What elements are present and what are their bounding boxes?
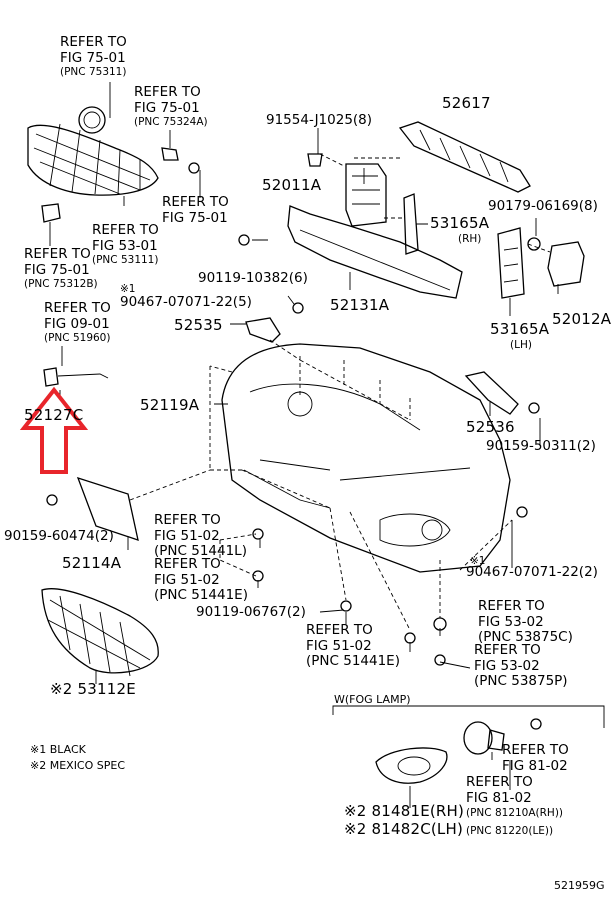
label-refer-fig53[interactable]: REFER TO FIG 53-01 (PNC 53111) — [92, 222, 159, 266]
part-53112E[interactable]: ※2 53112E — [50, 680, 136, 698]
note-mark-1b: ※1 — [470, 555, 486, 567]
label-rh: (RH) — [458, 233, 482, 245]
label-refer-fig09[interactable]: REFER TO FIG 09-01 (PNC 51960) — [44, 300, 111, 344]
label-refer-clip[interactable]: REFER TO FIG 75-01 — [162, 194, 229, 226]
note-mexico: ※2 MEXICO SPEC — [30, 759, 126, 772]
label-refer-fig81-a[interactable]: REFER TO FIG 81-02 — [502, 742, 569, 774]
part-90159-50311[interactable]: 90159-50311(2) — [486, 438, 596, 454]
clip-parts — [161, 147, 541, 251]
label-refer-fig53-p[interactable]: REFER TO FIG 53-02 (PNC 53875P) — [474, 642, 568, 689]
label-refer-fig51-c[interactable]: REFER TO FIG 51-02 (PNC 51441E) — [306, 622, 400, 669]
bracket-52535 — [245, 302, 304, 343]
part-90467-top[interactable]: 90467-07071-22(5) — [120, 294, 252, 310]
part-52536[interactable]: 52536 — [466, 418, 515, 436]
lower-grille-53112E — [41, 588, 159, 677]
part-52131A[interactable]: 52131A — [330, 296, 390, 314]
part-53165A-lh[interactable]: 53165A — [490, 320, 550, 338]
label-lh: (LH) — [510, 339, 532, 351]
pnc-81210A: (PNC 81210A(RH)) — [466, 807, 564, 819]
part-52114A[interactable]: 52114A — [62, 554, 122, 572]
part-52012A[interactable]: 52012A — [552, 310, 612, 328]
part-90119-10382[interactable]: 90119-10382(6) — [198, 270, 308, 286]
cover-52127C — [43, 367, 109, 387]
fog-lamp-unit — [463, 718, 542, 755]
part-52127C[interactable]: 52127C — [24, 406, 84, 424]
part-91554[interactable]: 91554-J1025(8) — [266, 112, 373, 128]
label-refer-emblem[interactable]: REFER TO FIG 75-01 (PNC 75324A) — [134, 84, 208, 128]
license-bracket-52114A — [46, 476, 139, 541]
bumper-cover-52119A — [221, 343, 511, 573]
label-refer-fig75-lower[interactable]: REFER TO FIG 75-01 (PNC 75312B) — [24, 246, 98, 290]
upper-grille — [27, 106, 159, 223]
part-81481E[interactable]: ※2 81481E(RH) — [344, 802, 465, 820]
part-52535[interactable]: 52535 — [174, 316, 223, 334]
side-bracket-rh — [403, 193, 419, 255]
label-refer-fig75-top[interactable]: REFER TO FIG 75-01 (PNC 75311) — [60, 34, 127, 78]
bracket-52012A — [547, 241, 585, 287]
label-refer-fig51-a[interactable]: REFER TO FIG 51-02 (PNC 51441L) — [154, 512, 247, 559]
note-mark-1a: ※1 — [120, 283, 136, 295]
reinforcement-52131A — [287, 205, 463, 299]
label-refer-fig81-b[interactable]: REFER TO FIG 81-02 — [466, 774, 533, 806]
fog-lamp-bezel — [375, 747, 448, 784]
diagram-id: 521959G — [554, 879, 605, 892]
fog-lamp-bracket — [332, 705, 605, 728]
highlight-arrow — [19, 386, 89, 474]
note-black: ※1 BLACK — [30, 743, 86, 756]
pnc-81220: (PNC 81220(LE)) — [466, 825, 554, 837]
bracket-52536 — [464, 371, 540, 415]
label-refer-fig51-b[interactable]: REFER TO FIG 51-02 (PNC 51441E) — [154, 556, 248, 603]
fog-lamp-header: W(FOG LAMP) — [334, 693, 411, 706]
side-bracket-lh — [497, 227, 525, 299]
part-52617[interactable]: 52617 — [442, 94, 491, 112]
retainer-52011A — [345, 163, 387, 227]
part-90467-right[interactable]: 90467-07071-22(2) — [466, 564, 598, 580]
leader-lines — [49, 82, 559, 808]
part-52011A[interactable]: 52011A — [262, 176, 322, 194]
label-refer-fig53-c[interactable]: REFER TO FIG 53-02 (PNC 53875C) — [478, 598, 573, 645]
part-90119-06767[interactable]: 90119-06767(2) — [196, 604, 306, 620]
part-53165A-rh[interactable]: 53165A — [430, 214, 490, 232]
part-52119A[interactable]: 52119A — [140, 396, 200, 414]
part-90159-60474[interactable]: 90159-60474(2) — [4, 528, 114, 544]
part-81482C[interactable]: ※2 81482C(LH) — [344, 820, 464, 838]
part-90179[interactable]: 90179-06169(8) — [488, 198, 598, 214]
bracket-52617 — [398, 121, 531, 193]
